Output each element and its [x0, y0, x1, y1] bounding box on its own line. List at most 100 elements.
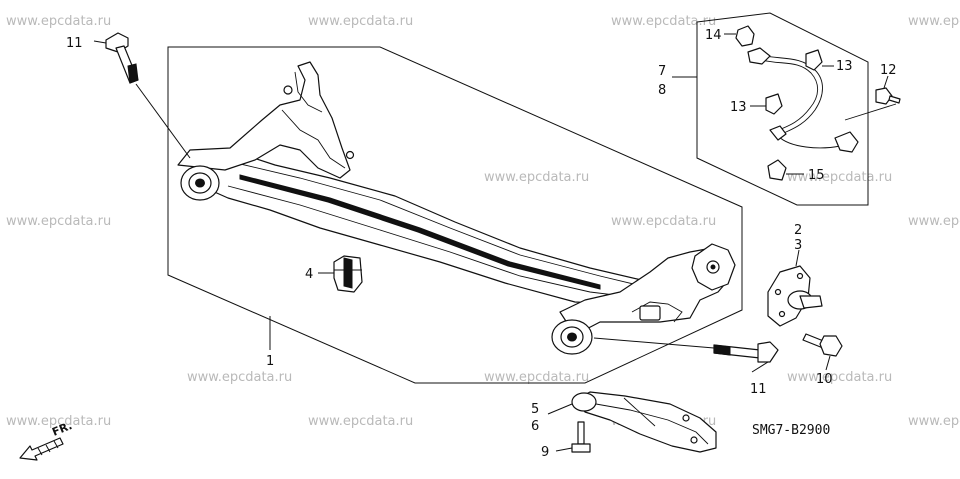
left-mount-hole	[283, 85, 293, 95]
sensor-lead	[844, 103, 897, 121]
watermark: www.epcdata.ru	[908, 214, 960, 229]
left-pivot-bushing-core	[195, 178, 205, 188]
watermark: www.epcdata.ru	[6, 214, 111, 229]
axle-stopper	[333, 255, 363, 293]
direction-arrow-icon	[19, 437, 64, 461]
bolt-12-shank	[888, 95, 901, 104]
callout-7: 7	[658, 64, 666, 79]
callout-14: 14	[705, 28, 722, 43]
beam-group-outline	[167, 46, 743, 384]
callout-2: 2	[794, 223, 802, 238]
lower-arm	[571, 391, 717, 453]
lower-arm-ball	[571, 392, 597, 412]
bolt-head	[757, 341, 779, 363]
leader-11-bottom	[751, 361, 769, 373]
watermark: www.epcdata.ru	[484, 170, 589, 185]
hub-carrier-hole	[796, 272, 804, 280]
callout-4: 4	[305, 267, 313, 282]
spring-seat-stud	[710, 264, 716, 270]
callout-6: 6	[531, 419, 539, 434]
leader-10	[825, 355, 831, 371]
leader-11-bottom-axis	[593, 337, 715, 349]
beam-tube	[204, 151, 666, 306]
beam-ridge-lower	[227, 185, 641, 299]
right-arm-tab	[639, 305, 661, 321]
sensor-connector	[747, 47, 771, 65]
watermark: www.epcdata.ru	[908, 14, 960, 29]
leader-5-6	[547, 403, 573, 415]
callout-3: 3	[794, 238, 802, 253]
bolt-9	[571, 421, 591, 453]
direction-arrow-hatch	[37, 447, 43, 456]
watermark: www.epcdata.ru	[6, 414, 111, 429]
watermark: www.epcdata.ru	[787, 370, 892, 385]
direction-arrow-hatch	[45, 444, 51, 453]
sensor-group-outline	[696, 12, 869, 206]
sensor-wire-outer	[761, 59, 819, 133]
watermark: www.epcdata.ru	[787, 170, 892, 185]
bolt-9-shank	[577, 421, 585, 445]
right-arm-bracket	[631, 301, 683, 323]
sensor-head	[834, 131, 859, 153]
leader-12	[883, 75, 889, 89]
watermark: www.epcdata.ru	[308, 414, 413, 429]
rear-axle-beam	[177, 61, 736, 355]
callout-11: 11	[66, 36, 83, 51]
bolt-9-head	[571, 443, 591, 453]
clip-15	[767, 159, 787, 181]
bolt-thread	[713, 344, 731, 356]
clip-13-upper	[805, 49, 823, 71]
axle-stopper-face	[343, 257, 353, 289]
hub-carrier-hole	[778, 310, 786, 318]
left-arm-gusset	[294, 71, 323, 113]
callout-1: 1	[266, 354, 274, 369]
watermark: www.epcdata.ru	[611, 14, 716, 29]
watermark: www.epcdata.ru	[908, 414, 960, 429]
callout-13: 13	[836, 59, 853, 74]
callout-8: 8	[658, 83, 666, 98]
lower-arm-hole	[690, 436, 698, 444]
watermark: www.epcdata.ru	[308, 14, 413, 29]
leader-11-top-axis	[135, 83, 191, 159]
sensor-wire	[759, 54, 841, 149]
bolt-thread	[127, 63, 139, 84]
callout-11: 11	[750, 382, 767, 397]
hub-carrier	[767, 265, 823, 327]
direction-arrow-hatch	[53, 440, 59, 449]
lower-arm-edge	[623, 397, 656, 427]
lower-arm-hole	[682, 414, 690, 422]
watermark: www.epcdata.ru	[484, 370, 589, 385]
flange-bolt-top	[105, 32, 139, 84]
callouts: 11 1 4 7 8 14 13 13 15 12 2 3 11 10 5 6 …	[66, 28, 897, 460]
abs-speed-sensor	[747, 47, 897, 153]
callout-15: 15	[808, 168, 825, 183]
clip-14	[735, 25, 755, 47]
left-trailing-arm	[177, 61, 351, 179]
left-arm-flange	[281, 109, 346, 169]
bolt-head	[819, 335, 843, 357]
lower-arm-body	[574, 391, 717, 453]
leader-11-top	[93, 40, 107, 44]
watermark: www.epcdata.ru	[6, 14, 111, 29]
callout-12: 12	[880, 63, 897, 78]
leader-9	[555, 447, 573, 452]
beam-shadow	[239, 174, 601, 290]
flange-bolt-bottom	[713, 341, 779, 363]
callout-13: 13	[730, 100, 747, 115]
beam-ridge-upper	[231, 161, 651, 289]
leader-2-3	[795, 249, 800, 267]
left-mount-hole	[345, 150, 355, 160]
callout-5: 5	[531, 402, 539, 417]
callout-9: 9	[541, 445, 549, 460]
watermark: www.epcdata.ru	[611, 214, 716, 229]
hub-carrier-hole	[774, 288, 782, 296]
leader-lines	[93, 33, 889, 452]
watermarks: www.epcdata.ru www.epcdata.ru www.epcdat…	[6, 14, 960, 429]
diagram-code: SMG7-B2900	[752, 423, 830, 438]
lower-arm-rib	[595, 403, 709, 445]
sensor-clips	[735, 25, 901, 181]
flange-bolt-hub	[802, 333, 843, 357]
clip-13-lower	[765, 93, 783, 115]
sensor-grommet	[769, 125, 787, 141]
